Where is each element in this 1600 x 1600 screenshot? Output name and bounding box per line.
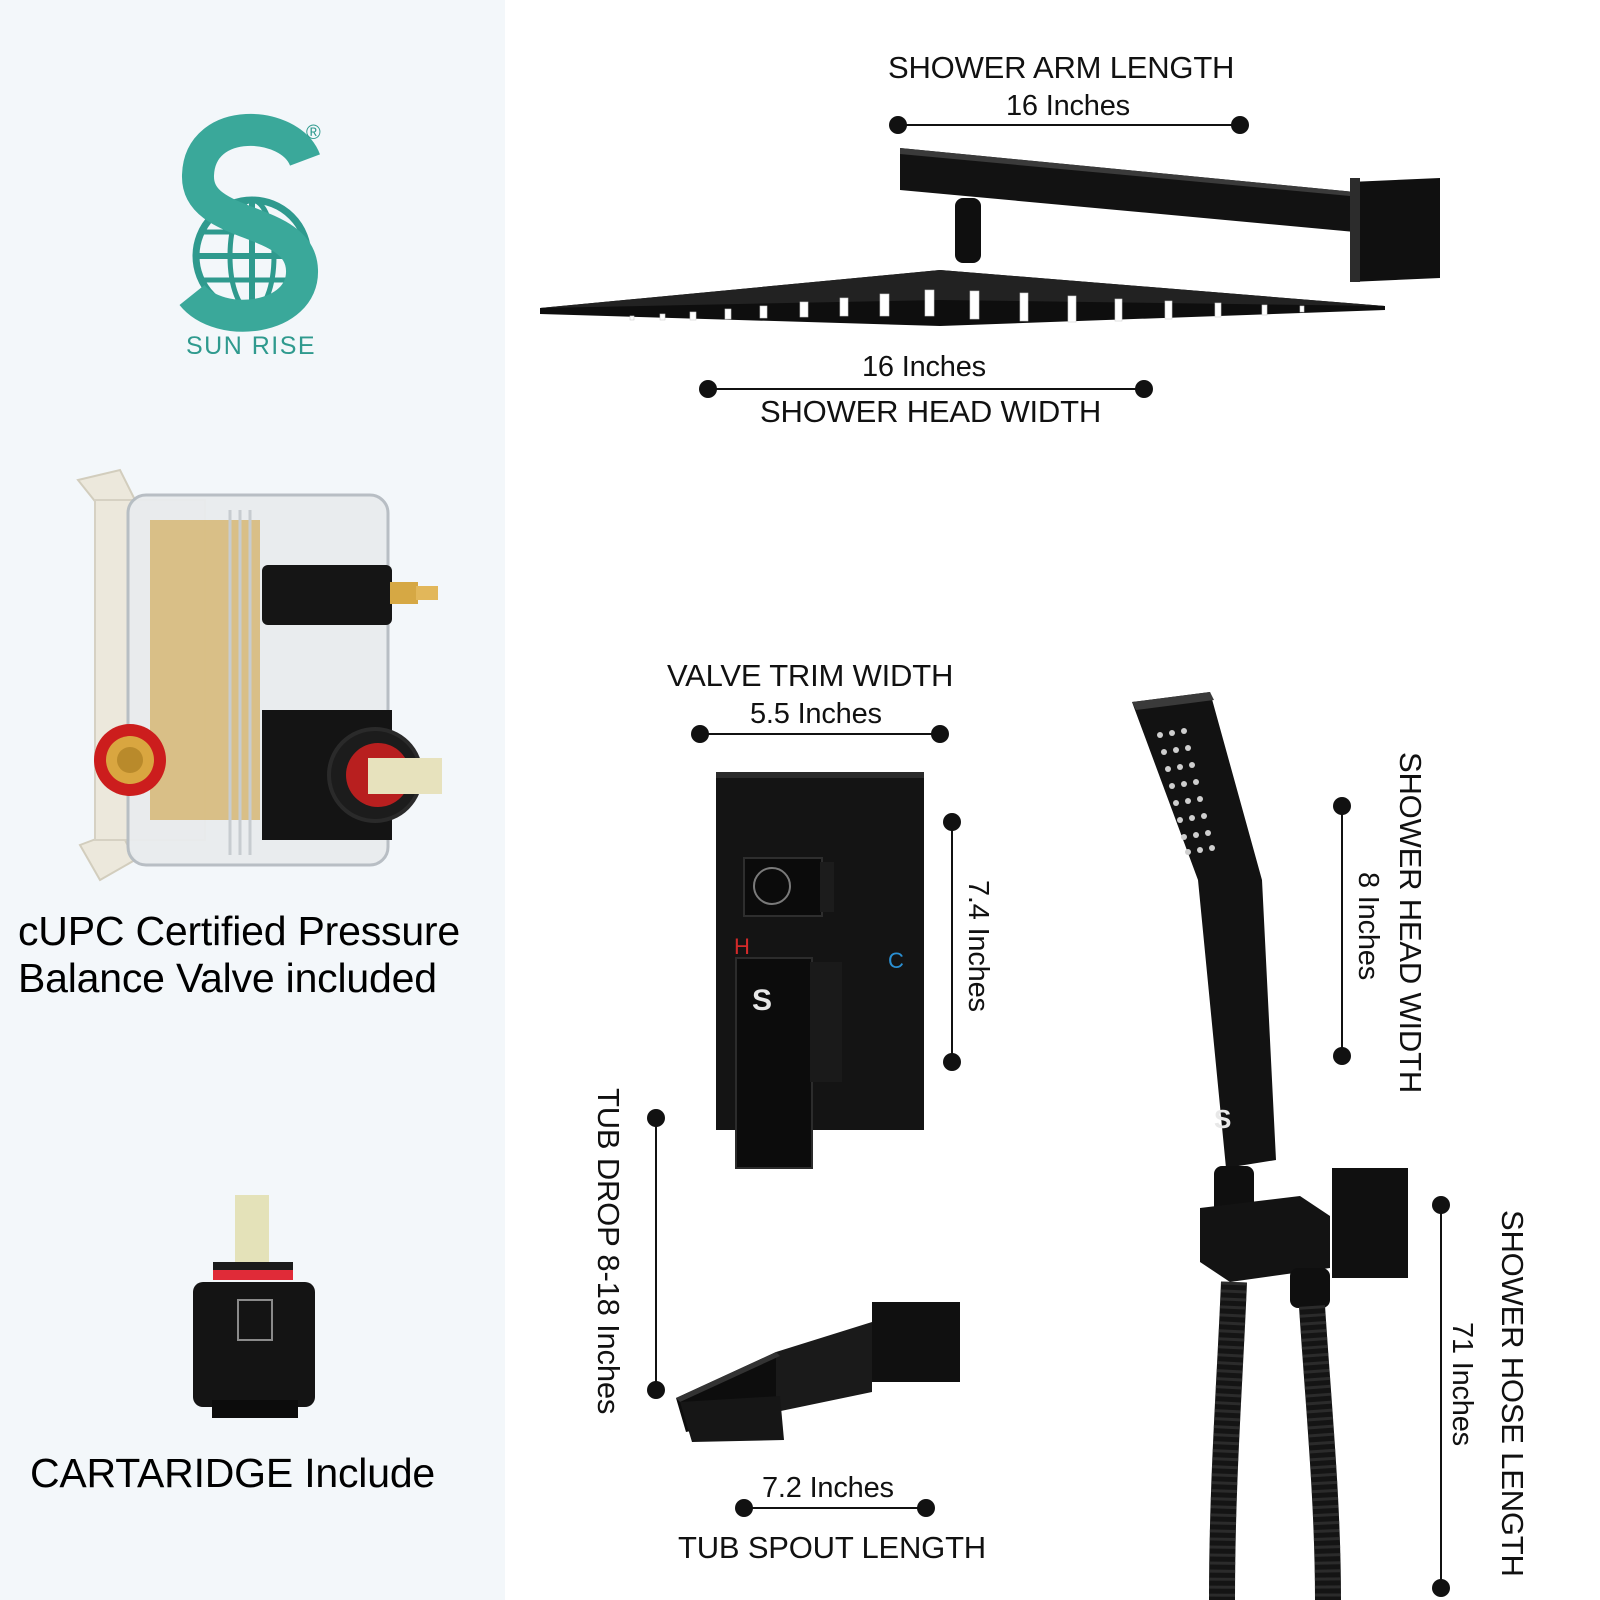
shower-arm-value: 16 Inches	[1006, 90, 1130, 122]
hand-shower-logo-icon: S	[1214, 1104, 1231, 1134]
hand-shower-value: 8 Inches	[1352, 872, 1384, 981]
hand-shower-dimension-line	[1333, 797, 1351, 1065]
hose-title: SHOWER HOSE LENGTH	[1495, 1210, 1530, 1577]
tub-spout-title: TUB SPOUT LENGTH	[678, 1530, 986, 1565]
tub-drop-title: TUB DROP 8-18 Inches	[591, 1088, 626, 1415]
cartridge-illustration	[193, 1195, 315, 1418]
hand-shower-title: SHOWER HEAD WIDTH	[1393, 752, 1428, 1094]
valve-trim-dimension-line	[691, 725, 949, 743]
valve-trim-height-dimension-line	[943, 813, 961, 1071]
valve-trim-title: VALVE TRIM WIDTH	[667, 658, 954, 693]
shower-arm-title: SHOWER ARM LENGTH	[888, 50, 1235, 85]
valve-caption-line1: cUPC Certified Pressure	[18, 908, 460, 954]
valve-body-illustration	[76, 468, 442, 882]
registered-mark: ®	[306, 122, 321, 144]
hose-dimension-line	[1432, 1196, 1450, 1597]
hose-value: 71 Inches	[1446, 1322, 1478, 1446]
shower-head-title: SHOWER HEAD WIDTH	[760, 394, 1102, 429]
cartridge-caption: CARTARIDGE Include	[30, 1450, 436, 1496]
trim-logo-icon: S	[752, 984, 772, 1017]
shower-hose-illustration	[1209, 1281, 1341, 1600]
valve-caption-line2: Balance Valve included	[18, 955, 437, 1001]
sunrise-logo-icon	[179, 114, 320, 332]
valve-trim-height-value: 7.4 Inches	[962, 880, 994, 1012]
rain-shower-head-illustration	[540, 270, 1385, 326]
hand-shower-illustration: S	[1132, 692, 1276, 1168]
tub-spout-dimension-line	[735, 1499, 935, 1517]
hot-mark: H	[734, 934, 750, 959]
tub-drop-dimension-line	[647, 1109, 665, 1399]
valve-trim-value: 5.5 Inches	[750, 698, 882, 730]
shower-head-value: 16 Inches	[862, 351, 986, 383]
brand-name: SUN RISE	[186, 332, 317, 360]
tub-spout-value: 7.2 Inches	[762, 1472, 894, 1504]
hand-shower-holder-illustration	[1200, 1166, 1408, 1308]
shower-head-dimension-line	[699, 380, 1153, 398]
tub-spout-illustration	[676, 1302, 960, 1442]
shower-arm-dimension-line	[889, 116, 1249, 134]
valve-trim-illustration: S	[716, 772, 924, 1169]
cold-mark: C	[888, 948, 904, 973]
shower-arm-illustration	[900, 148, 1440, 282]
